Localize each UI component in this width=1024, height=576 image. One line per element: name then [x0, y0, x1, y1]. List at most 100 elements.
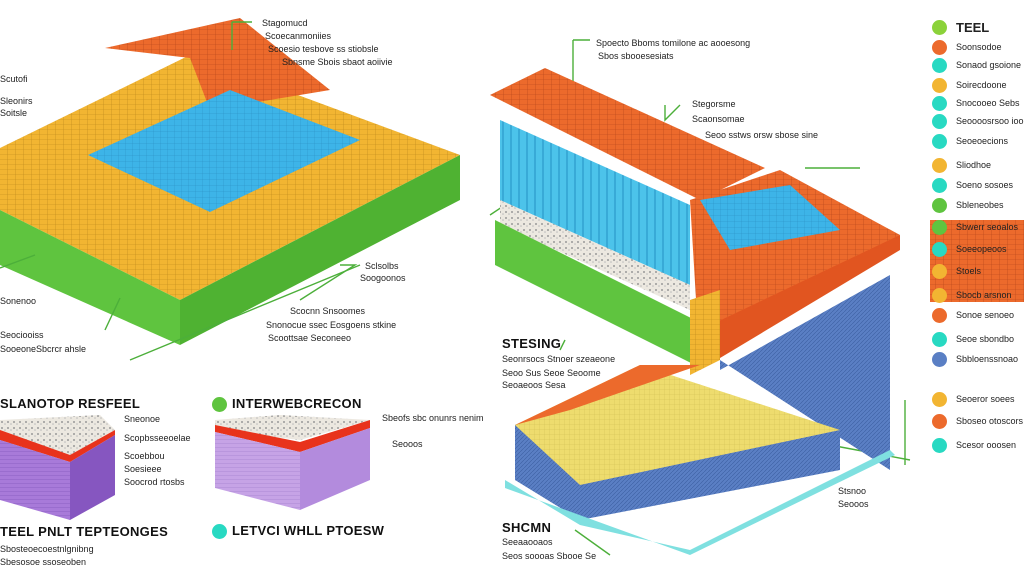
small-left-side: [70, 435, 115, 520]
label-s3: Seoo Sus Seoe Seoome: [502, 368, 601, 378]
title-s1: STESING: [502, 336, 562, 351]
legend-item-label: Sboseo otoscors: [956, 416, 1024, 426]
label-p2: Sbesosoe ssoseoben: [0, 557, 87, 567]
left-slab-blue-pool: [88, 90, 360, 212]
left-slab: [0, 18, 460, 345]
label-u2b: Seooos: [838, 499, 869, 509]
label-n4: Soesieee: [124, 464, 162, 474]
legend-item-label: Seoeoecions: [956, 136, 1009, 146]
label-a1: Stagomucd: [262, 18, 308, 28]
label-n3: Scoebbou: [124, 451, 165, 461]
legend-swatch: [932, 308, 947, 323]
legend-swatch: [932, 58, 947, 73]
small-center-front: [215, 432, 300, 510]
label-t3: Seos soooas Sbooe Se: [502, 551, 597, 561]
label-l4: Sbeofs sbc onunrs nenim: [382, 413, 484, 423]
title-center-bottom-dot: [212, 524, 227, 539]
bottom-box-base: [505, 450, 895, 555]
label-l2: Soogoonos: [360, 273, 406, 283]
label-m1: Snonocue ssec Eosgoens stkine: [266, 320, 397, 330]
legend-item-label: Sbleneobes: [956, 200, 1004, 210]
label-e3: Sbcrcr ahsle: [36, 344, 87, 354]
legend-item-label: Sliodhoe: [956, 160, 992, 170]
label-s4: Seoaeoos Sesa: [502, 380, 566, 390]
legend-swatch: [932, 158, 947, 173]
legend-swatch: [932, 438, 947, 453]
legend-swatch: [932, 264, 947, 279]
label-b2: Sbos sbooesesiats: [598, 51, 674, 61]
legend-swatch: [932, 114, 947, 129]
label-a3: Scoesio tesbove ss stiobsle: [268, 44, 379, 54]
legend-item-label: Sonoe senoeo: [956, 310, 1015, 320]
legend-swatch: [932, 96, 947, 111]
label-d2: Sleonirs: [0, 96, 33, 106]
center-gravel: [500, 200, 690, 310]
center-yellow-strip: [690, 290, 720, 375]
legend-swatch: [932, 40, 947, 55]
left-slab-orange-band: [105, 18, 330, 110]
center-section: [490, 68, 900, 470]
legend-swatch: [932, 414, 947, 429]
left-slab-front-face: [0, 210, 180, 345]
label-e2: Sooeone: [0, 344, 37, 354]
label-a4: Sbnsme Sbois sbaot aoiivie: [282, 57, 393, 67]
legend-item-label: Sbbloenssnoao: [956, 354, 1019, 364]
center-mesh-wall: [720, 275, 890, 470]
legend-swatch: [932, 352, 947, 367]
title-center-mid-dot: [212, 397, 227, 412]
label-d4: Sonenoo: [0, 296, 37, 306]
legend-item-label: Soirecdoone: [956, 80, 1007, 90]
legend-title: TEEL: [956, 20, 990, 35]
label-n5: Soocrod rtosbs: [124, 477, 185, 487]
legend-swatch: [932, 332, 947, 347]
label-n1: Sneonoe: [124, 414, 161, 424]
label-c3: Seoo sstws orsw sbose sine: [705, 130, 819, 140]
center-blue-wall: [500, 120, 690, 285]
label-c1: Stegorsme: [692, 99, 736, 109]
small-center-block: [215, 415, 370, 510]
label-l3: Scocnn Snsoomes: [290, 306, 366, 316]
center-green-base: [495, 220, 695, 365]
legend-item-label: Soeno sosoes: [956, 180, 1014, 190]
label-m2: Scoottsae Seconeeo: [268, 333, 352, 343]
small-left-front: [0, 440, 70, 520]
title-left-mid: SLANOTOP RESFEEL: [0, 396, 141, 411]
legend-item-label: Sonaod gsoione: [956, 60, 1022, 70]
title-center-bottom: LETVCI WHLL PTOESW: [232, 523, 385, 538]
label-d3: Soitsle: [0, 108, 28, 118]
label-c2: Scaonsomae: [692, 114, 745, 124]
legend-item-label: Sbwerr seoalos: [956, 222, 1019, 232]
label-p1: Sbosteoecoestnlgnibng: [0, 544, 94, 554]
legend-item-label: Soonsodoe: [956, 42, 1002, 52]
legend-item-label: Snocooeo Sebs: [956, 98, 1020, 108]
label-t2: Seeaaooaos: [502, 537, 553, 547]
left-slab-side-face: [180, 155, 460, 345]
title-left-bottom: TEEL PNLT TEPTEONGES: [0, 524, 169, 539]
label-e1: Seociooiss: [0, 330, 44, 340]
label-s2: Seonrsocs Stnoer szeaeone: [502, 354, 616, 364]
legend-item-label: Sbocb arsnon: [956, 290, 1012, 300]
label-n2: Scopbsseeoelae: [124, 433, 191, 443]
bottom-box-orange: [515, 365, 700, 425]
legend-swatch: [932, 392, 947, 407]
legend-swatch: [932, 78, 947, 93]
label-b1: Spoecto Bboms tomilone ac aooesong: [596, 38, 751, 48]
legend-swatch: [932, 198, 947, 213]
label-l1: Sclsolbs: [365, 261, 399, 271]
small-left-block: [0, 415, 115, 520]
center-top-orange: [490, 68, 765, 200]
label-a2: Scoecanmoniies: [265, 31, 332, 41]
legend-item-label: Seoeror soees: [956, 394, 1015, 404]
small-left-red: [0, 430, 115, 462]
label-u1: Stsnoo: [838, 486, 867, 496]
legend-item-label: Stoels: [956, 266, 982, 276]
legend-swatch: [932, 220, 947, 235]
legend-orange-swatch-block: [930, 220, 1024, 302]
center-orange-edge: [700, 235, 900, 370]
label-u2: Seooos: [392, 439, 423, 449]
bottom-box: [505, 365, 895, 555]
title-t1: SHCMN: [502, 520, 552, 535]
legend-item-label: Soeeopeoos: [956, 244, 1007, 254]
legend-item-label: Scesor ooosen: [956, 440, 1017, 450]
